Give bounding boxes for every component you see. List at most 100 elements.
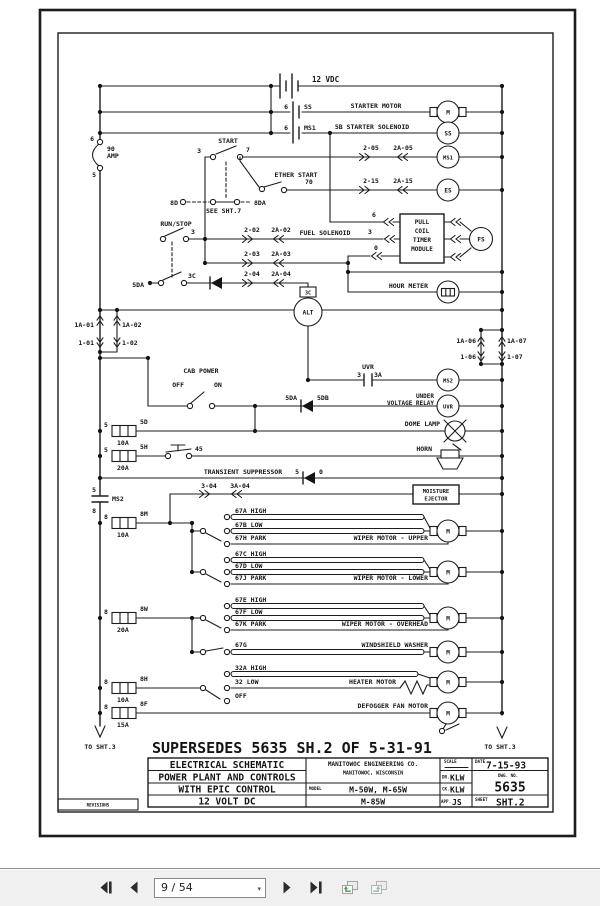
page-number-input[interactable]: [154, 877, 266, 898]
connector-label: 2-05: [363, 144, 379, 152]
sheet-connector-label: 1-02: [122, 339, 138, 347]
device-letter: MS2: [443, 378, 453, 384]
wire-label: 8: [104, 513, 108, 521]
component-label: DOME LAMP: [405, 420, 440, 428]
wire-label: 32A HIGH: [235, 664, 266, 672]
previous-page-button[interactable]: [125, 880, 143, 896]
field-value: KLW: [450, 774, 465, 783]
wiper-overhead-group: 8 8W 20A 67E HIGH 67F LOW 67K PARK WIPER…: [104, 596, 503, 653]
fuse-label: 8F: [140, 700, 148, 708]
previous-view-button[interactable]: [341, 880, 359, 896]
terminal-tag: 3C: [305, 291, 311, 297]
first-page-icon: [100, 881, 112, 894]
wire-label: 6: [90, 135, 94, 143]
first-page-button[interactable]: [96, 880, 114, 896]
next-view-button[interactable]: [370, 880, 388, 896]
left-bus: TO SHT.3 6 90 AMP 5 5 MS2 8: [84, 85, 124, 751]
device-letter: UVR: [443, 404, 454, 410]
page-number-box: ▾: [154, 877, 266, 898]
contact-label: SS: [304, 103, 312, 111]
capacitor-label: MS2: [112, 495, 124, 503]
wire-label: 67B LOW: [235, 521, 262, 529]
wire-label: 67J PARK: [235, 574, 266, 582]
component-label: MOISTURE: [423, 489, 450, 495]
wire-label: 67E HIGH: [235, 596, 266, 604]
field-label: DR.: [442, 775, 450, 780]
field-label: DWG. NO.: [498, 773, 518, 778]
title-block: ELECTRICAL SCHEMATIC POWER PLANT AND CON…: [57, 757, 549, 811]
wiper-upper-group: 8 8M 10A 67A HIGH 67B LOW 67H PARK WIPER…: [104, 507, 503, 573]
device-letter: M: [446, 570, 450, 577]
contact-label: UVR: [362, 363, 374, 371]
company-city: MANITOWOC, WISCONSIN: [343, 771, 403, 777]
component-label: EJECTOR: [424, 497, 448, 503]
field-value: JS: [452, 798, 462, 807]
wire-label: 5DA: [132, 281, 144, 289]
start-switch-rail: START 3 7 2-05 2A-05 MS1: [197, 137, 503, 199]
to-sheet-label: TO SHT.3: [84, 743, 115, 751]
next-page-icon: [283, 881, 290, 894]
heater-motor-group: 8 8H 10A 32A HIGH 32 LOW OFF HEATER MOTO…: [104, 664, 503, 705]
next-page-button[interactable]: [277, 880, 295, 896]
sheet-connector-label: 1A-01: [74, 321, 94, 329]
field-label: MODEL: [309, 786, 322, 791]
sheet-connector-label: 1A-07: [507, 337, 527, 345]
ether-start-rail: ETHER START 70 2-15 2A-15 ES: [239, 156, 503, 202]
wire-label: 5: [295, 468, 299, 476]
component-label: VOLTAGE RELAY: [387, 400, 434, 407]
wire-label: 67A HIGH: [235, 507, 266, 515]
device-letter: M: [446, 650, 450, 657]
wire-label: 8: [104, 678, 108, 686]
note-label: SEE SHT.7: [206, 207, 241, 215]
device-letter: M: [446, 529, 450, 536]
device-letter: ALT: [303, 310, 314, 317]
wire-label: 67K PARK: [235, 620, 266, 628]
component-label: HEATER MOTOR: [349, 678, 396, 686]
connector-label: 3-04: [201, 482, 217, 490]
component-label: HOUR METER: [389, 282, 428, 290]
transient-suppressor-rail: TRANSIENT SUPPRESSOR 5 0: [99, 468, 503, 485]
wire-label: 0: [319, 468, 323, 476]
device-letter: M: [446, 110, 450, 117]
fuse-rating: 20A: [117, 626, 129, 634]
windshield-washer-row: 67G WINDSHIELD WASHER M: [191, 640, 503, 664]
connector-label: 2A-02: [271, 226, 291, 234]
switch-position-label: ON: [214, 381, 222, 389]
connector-label: 2A-15: [393, 177, 413, 185]
next-view-icon: [371, 880, 387, 895]
fuse-rating: 10A: [117, 531, 129, 539]
previous-view-icon: [342, 880, 358, 895]
switch-label: RUN/STOP: [160, 220, 191, 228]
battery-rail: 12 VDC: [99, 73, 503, 134]
component-label: WIPER MOTOR - OVERHEAD: [342, 620, 428, 628]
fuse-label: 8W: [140, 605, 148, 613]
wire-label: 45: [195, 445, 203, 453]
wire-label: 6: [284, 124, 288, 132]
field-label: SHEET: [475, 797, 488, 802]
wire-label: 67H PARK: [235, 534, 266, 542]
module-label: PULL: [415, 219, 430, 226]
wire-label: 5: [104, 421, 108, 429]
viewer-toolbar: ▾: [0, 868, 600, 906]
sheet-connector-label: 1A-02: [122, 321, 142, 329]
title-line: POWER PLANT AND CONTROLS: [158, 773, 296, 784]
component-label: 5B STARTER SOLENOID: [335, 123, 409, 131]
drawing-number: 5635: [494, 781, 525, 796]
wire-label: 0: [374, 244, 378, 252]
wire-label: 8D: [170, 199, 178, 207]
sheet-border: [38, 8, 577, 838]
model-value: M-50W, M-65W: [349, 786, 407, 795]
fuse-label: 8H: [140, 675, 148, 683]
component-label: UNDER: [416, 393, 434, 400]
field-label: APP.: [441, 799, 451, 804]
model-value: M-85W: [361, 798, 385, 807]
wire-label: 3: [368, 228, 372, 236]
sheet-connector-label: 1-06: [460, 353, 476, 361]
last-page-icon: [310, 881, 322, 894]
fuse-label: 5H: [140, 443, 148, 451]
device-letter: ES: [444, 187, 452, 194]
alternator-rail: 5DA 3C 2-04 2A-04 3C ALT: [99, 270, 503, 381]
component-label: FUEL SOLENOID: [300, 229, 351, 237]
last-page-button[interactable]: [306, 880, 324, 896]
connector-label: 2A-03: [271, 250, 291, 258]
